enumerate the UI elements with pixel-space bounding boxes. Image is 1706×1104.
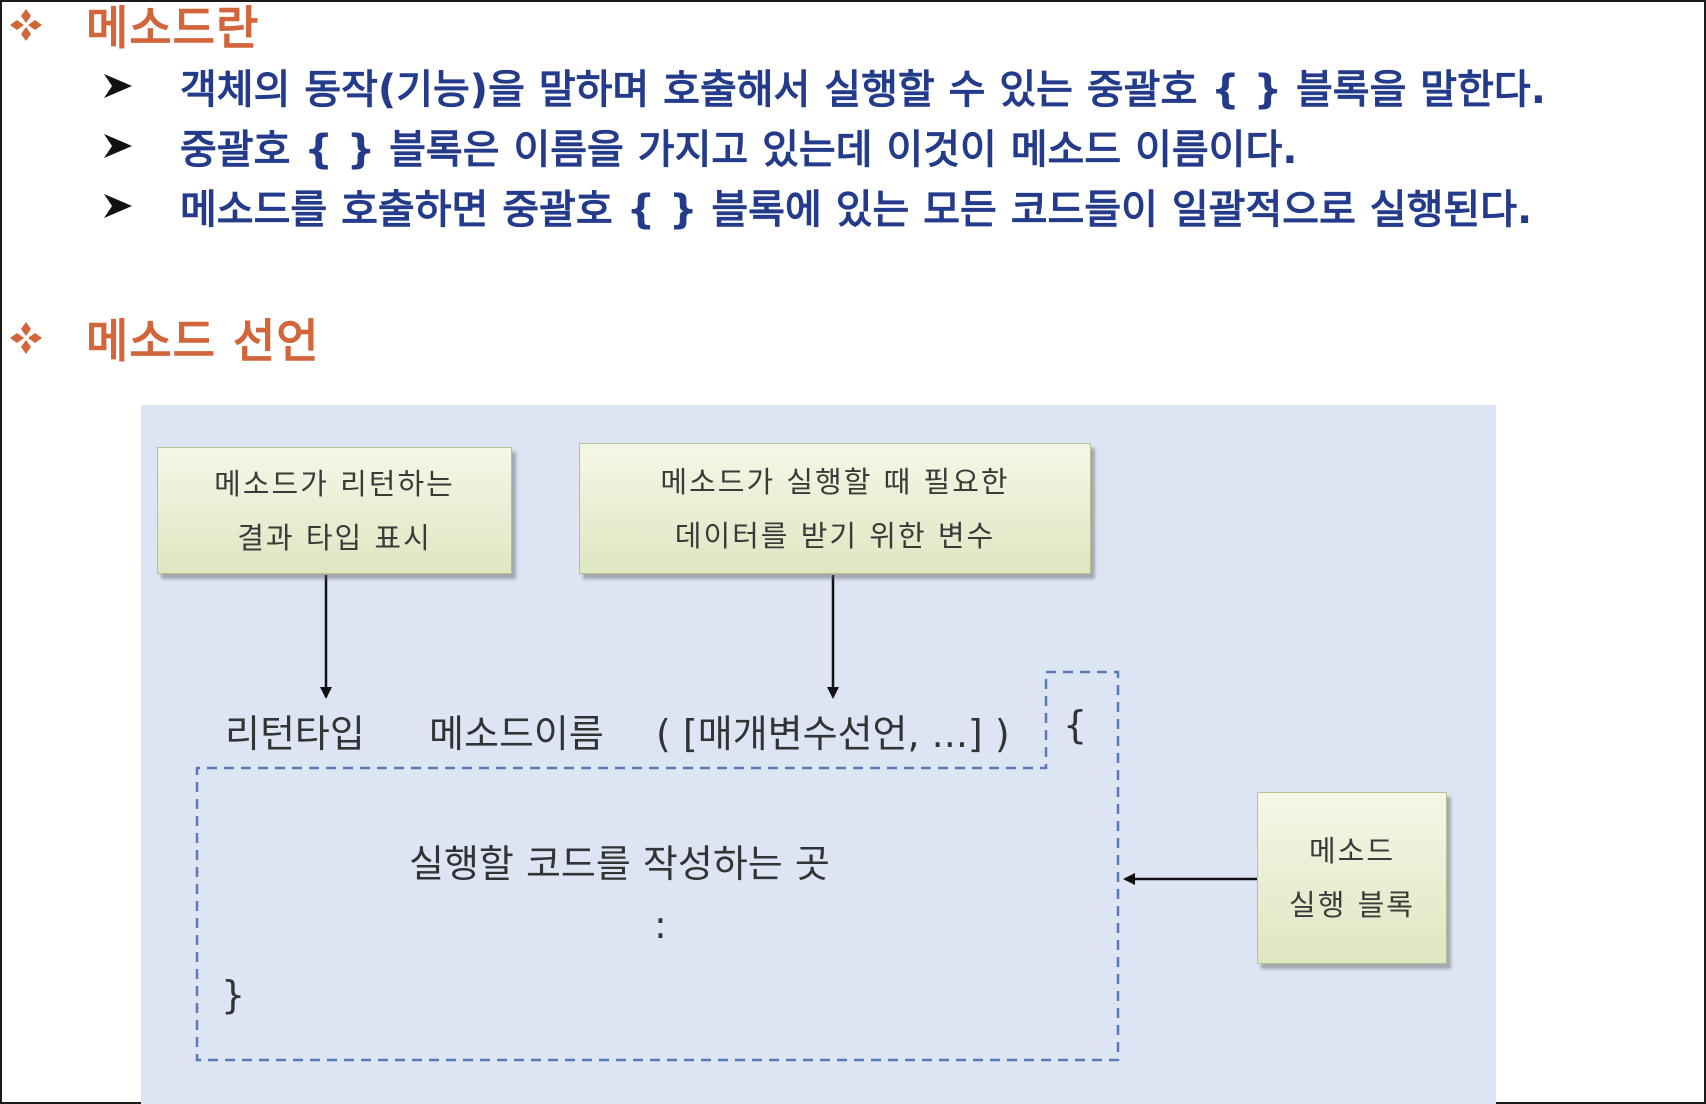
section-heading-method-declaration: 메소드 선언 bbox=[6, 310, 320, 368]
box-text: 결과 타입 표시 bbox=[237, 520, 432, 555]
bullet-text: 객체의 동작(기능)을 말하며 호출해서 실행할 수 있는 중괄호 { } 블록… bbox=[180, 67, 1546, 113]
declaration-line: 리턴타입 메소드이름 ( [매개변수선언, ...] ) bbox=[225, 703, 1010, 758]
arrow-bullet-icon bbox=[100, 128, 136, 164]
params-label: ( [매개변수선언, ...] ) bbox=[656, 712, 1010, 756]
dashed-code-block bbox=[195, 670, 1120, 1062]
bullet-item: 메소드를 호출하면 중괄호 { } 블록에 있는 모든 코드들이 일괄적으로 실… bbox=[100, 176, 1546, 236]
diamond-bullet-icon bbox=[6, 318, 46, 358]
bullet-list: 객체의 동작(기능)을 말하며 호출해서 실행할 수 있는 중괄호 { } 블록… bbox=[100, 56, 1546, 236]
execution-block-box: 메소드 실행 블록 bbox=[1257, 792, 1447, 964]
diagram-lines bbox=[195, 575, 1257, 1062]
close-brace: } bbox=[221, 973, 246, 1017]
method-declaration-diagram: 메소드가 리턴하는 결과 타입 표시 메소드가 실행할 때 필요한 데이터를 받… bbox=[141, 405, 1496, 1104]
section-title: 메소드 선언 bbox=[86, 314, 320, 368]
open-brace: { bbox=[1063, 703, 1088, 747]
box-text: 메소드가 리턴하는 bbox=[214, 466, 455, 501]
box-text: 메소드 bbox=[1308, 834, 1396, 868]
box-text: 메소드가 실행할 때 필요한 bbox=[660, 464, 1010, 499]
code-body-text: 실행할 코드를 작성하는 곳 bbox=[409, 842, 830, 886]
bullet-item: 중괄호 { } 블록은 이름을 가지고 있는데 이것이 메소드 이름이다. bbox=[100, 116, 1546, 176]
diamond-bullet-icon bbox=[6, 5, 46, 45]
arrow-bullet-icon bbox=[100, 188, 136, 224]
parameter-box: 메소드가 실행할 때 필요한 데이터를 받기 위한 변수 bbox=[579, 443, 1091, 574]
bullet-text: 메소드를 호출하면 중괄호 { } 블록에 있는 모든 코드들이 일괄적으로 실… bbox=[180, 187, 1533, 233]
bullet-item: 객체의 동작(기능)을 말하며 호출해서 실행할 수 있는 중괄호 { } 블록… bbox=[100, 56, 1546, 116]
arrow-bullet-icon bbox=[100, 68, 136, 104]
box-text: 실행 블록 bbox=[1289, 888, 1415, 922]
code-ellipsis: : bbox=[654, 903, 667, 947]
return-type-label: 리턴타입 bbox=[225, 712, 365, 756]
return-type-box: 메소드가 리턴하는 결과 타입 표시 bbox=[157, 447, 512, 574]
bullet-text: 중괄호 { } 블록은 이름을 가지고 있는데 이것이 메소드 이름이다. bbox=[180, 127, 1298, 173]
section-title: 메소드란 bbox=[86, 1, 260, 55]
method-name-label: 메소드이름 bbox=[429, 712, 604, 756]
section-heading-what-is-method: 메소드란 bbox=[6, 0, 259, 55]
box-text: 데이터를 받기 위한 변수 bbox=[674, 518, 996, 553]
